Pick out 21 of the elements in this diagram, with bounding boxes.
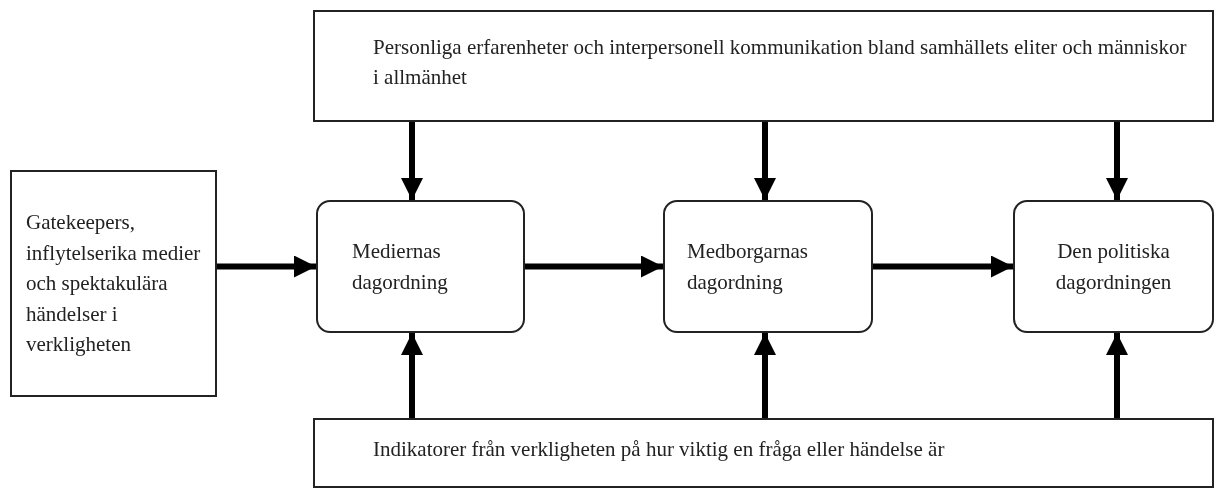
- node-text: Medborgarnas dagordning: [687, 238, 809, 296]
- text-box: [313, 418, 1214, 488]
- arrow: [217, 255, 316, 278]
- arrow: [873, 255, 1013, 278]
- arrow: [1106, 333, 1128, 418]
- text-box: [10, 170, 217, 397]
- arrow: [1106, 122, 1128, 200]
- node-text: Personliga erfarenheter och interpersonell kommunikation bland samhällets eliter och människor i allmänhet: [373, 34, 1188, 92]
- arrow: [401, 333, 423, 418]
- node-text: Den politiska dagordningen: [1054, 238, 1173, 296]
- arrow: [754, 122, 776, 200]
- arrow: [525, 255, 663, 278]
- node-text: Indikatorer från verkligheten på hur viktig en fråga eller händelse är: [373, 436, 945, 463]
- arrow: [401, 122, 423, 200]
- rounded-box: [1013, 200, 1214, 333]
- node-text: Gatekeepers, inflytelserika medier och spektakulära händelser i verkligheten: [26, 209, 201, 359]
- text-box: [313, 10, 1214, 122]
- arrow: [754, 333, 776, 418]
- rounded-box: [663, 200, 873, 333]
- node-text: Mediernas dagordning: [352, 238, 449, 296]
- rounded-box: [316, 200, 525, 333]
